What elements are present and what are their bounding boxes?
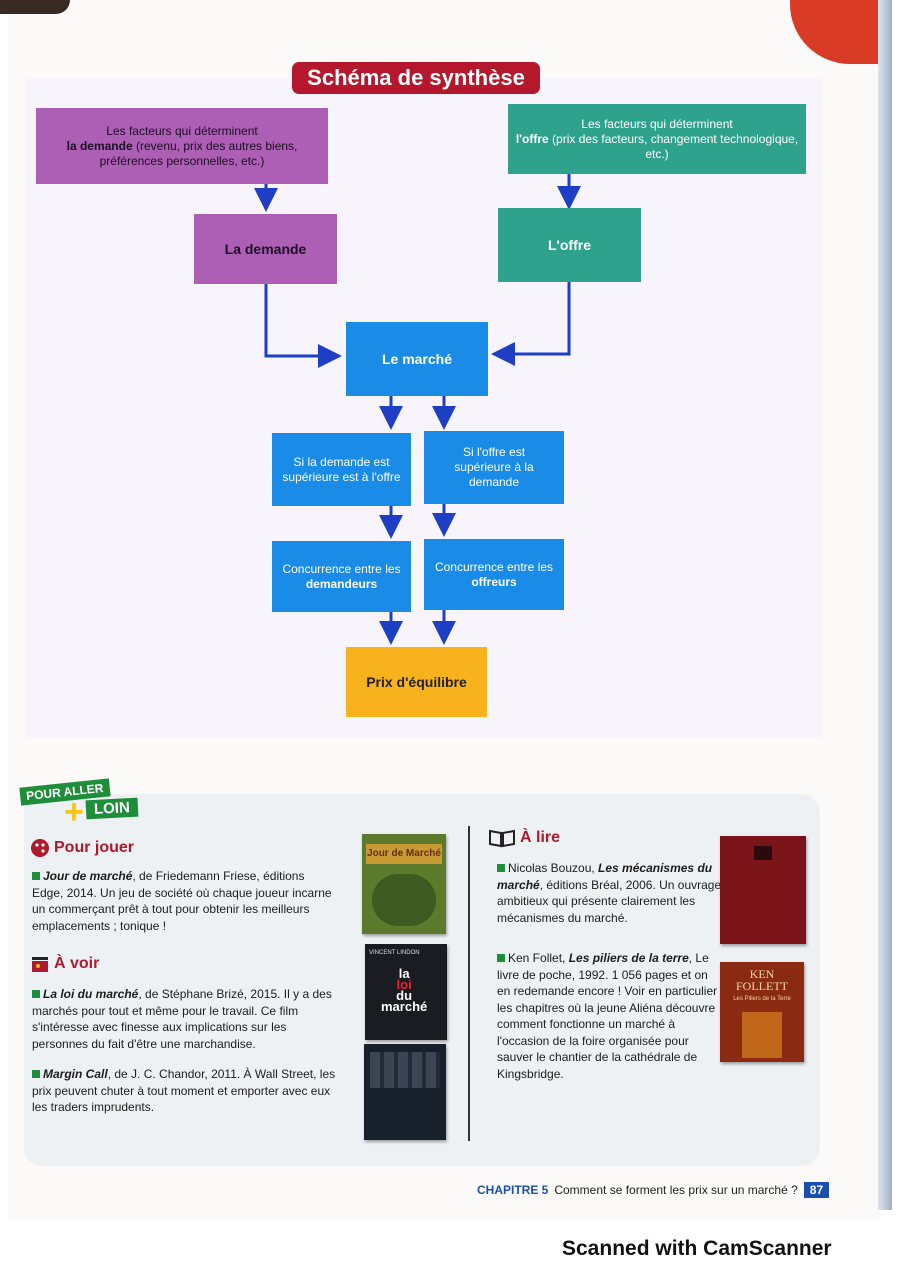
watch-entry-1-text: , de Stéphane Brizé, 2015. Il y a des ma… xyxy=(32,987,332,1051)
synthesis-diagram xyxy=(26,78,822,738)
bullet-square xyxy=(32,872,40,880)
watch-entry-2: Margin Call, de J. C. Chandor, 2011. À W… xyxy=(32,1066,340,1116)
read-heading: À lire xyxy=(488,828,560,848)
read-entry-1-author: Nicolas Bouzou, xyxy=(508,861,599,875)
book-cover-piliers-de-la-terre: KEN FOLLETT Les Piliers de la Terre xyxy=(720,962,804,1062)
demand-factors-post: (revenu, prix des autres biens, préféren… xyxy=(99,138,298,168)
supply-factors-bold: l'offre xyxy=(515,131,549,146)
chapter-title: Comment se forment les prix sur un march… xyxy=(554,1183,798,1197)
open-book-icon xyxy=(489,829,515,848)
read-entry-1-text: , éditions Bréal, 2006. Un ouvrage ambit… xyxy=(497,877,722,925)
book-edge xyxy=(878,0,892,1210)
watch-entry-2-text: , de J. C. Chandor, 2011. À Wall Street,… xyxy=(32,1067,336,1114)
competition-buyers-bold: demandeurs xyxy=(305,576,378,591)
supply-box: L'offre xyxy=(498,208,641,282)
bullet-square xyxy=(32,1070,40,1078)
pour-aller-plus-loin-badge: POUR ALLER + LOIN xyxy=(19,778,146,831)
read-entry-2-author: Ken Follet, xyxy=(508,951,569,965)
watch-entry-1: La loi du marché, de Stéphane Brizé, 201… xyxy=(32,986,344,1052)
watch-entry-1-title: La loi du marché xyxy=(43,987,139,1001)
read-entry-2: Ken Follet, Les piliers de la terre, Le … xyxy=(497,950,719,1082)
film-poster-la-loi-du-marche: VINCENT LINDON la loi du marché xyxy=(365,944,447,1040)
scanner-watermark: Scanned with CamScanner xyxy=(562,1237,832,1260)
dice-icon xyxy=(31,839,49,857)
film-director: VINCENT LINDON xyxy=(369,950,420,956)
read-entry-1: Nicolas Bouzou, Les mécanismes du marché… xyxy=(497,860,723,926)
read-entry-2-text: , Le livre de poche, 1992. 1 056 pages e… xyxy=(497,951,718,1081)
competition-sellers-bold: offreurs xyxy=(471,574,517,589)
play-entry-text: , de Friedemann Friese, éditions Edge, 2… xyxy=(32,869,332,933)
follett-cover-author: KEN FOLLETT xyxy=(736,967,788,993)
read-entry-1-title: Les mécanismes du marché xyxy=(497,861,713,892)
diagram-title: Schéma de synthèse xyxy=(292,62,540,94)
competition-buyers-pre: Concurrence entre les xyxy=(282,561,401,576)
watch-heading: À voir xyxy=(30,954,99,974)
demand-higher-box: Si la demande est supérieure est à l'off… xyxy=(272,433,411,506)
competition-sellers-box: Concurrence entre les offreurs xyxy=(424,539,564,610)
play-heading: Pour jouer xyxy=(30,838,134,858)
bullet-square xyxy=(497,864,505,872)
play-heading-text: Pour jouer xyxy=(54,839,135,856)
page-number: 87 xyxy=(803,1182,830,1198)
watch-entry-2-title: Margin Call xyxy=(43,1067,108,1081)
book-cover-mecanismes-du-marche xyxy=(720,836,806,944)
play-entry-1: Jour de marché, de Friedemann Friese, éd… xyxy=(32,868,332,934)
chapter-label: CHAPITRE 5 xyxy=(477,1183,549,1197)
bullet-square xyxy=(32,990,40,998)
supply-higher-box: Si l'offre est supérieure à la demande xyxy=(424,431,564,504)
badge-bottom: LOIN xyxy=(85,797,139,820)
page-corner-shadow xyxy=(0,0,70,14)
film-clapper-icon xyxy=(32,957,48,972)
game-cover-image: Jour de Marché xyxy=(362,834,446,934)
bullet-square xyxy=(497,954,505,962)
market-box: Le marché xyxy=(346,322,488,396)
read-heading-text: À lire xyxy=(520,829,561,846)
competition-buyers-box: Concurrence entre les demandeurs xyxy=(272,541,411,612)
play-entry-title: Jour de marché xyxy=(43,869,133,883)
film-poster-margin-call xyxy=(364,1044,446,1140)
read-entry-2-title: Les piliers de la terre xyxy=(568,951,689,965)
demand-factors-box: Les facteurs qui déterminent la demande … xyxy=(36,108,328,184)
column-divider xyxy=(468,826,470,1141)
game-cover-title: Jour de Marché xyxy=(366,844,442,864)
equilibrium-price-box: Prix d'équilibre xyxy=(346,647,487,717)
competition-sellers-pre: Concurrence entre les xyxy=(434,559,554,574)
page-footer: CHAPITRE 5 Comment se forment les prix s… xyxy=(477,1182,830,1198)
demand-box: La demande xyxy=(194,214,337,284)
watch-heading-text: À voir xyxy=(54,955,100,972)
follett-cover-title: Les Piliers de la Terre xyxy=(733,996,791,1002)
supply-factors-pre: Les facteurs qui déterminent xyxy=(581,116,733,131)
demand-factors-pre: Les facteurs qui déterminent xyxy=(106,123,258,138)
supply-factors-post: (prix des facteurs, changement technolog… xyxy=(548,131,799,161)
badge-plus: + xyxy=(64,793,84,831)
demand-factors-bold: la demande xyxy=(66,138,133,153)
supply-factors-box: Les facteurs qui déterminent l'offre (pr… xyxy=(508,104,806,174)
diagram-arrows xyxy=(254,174,581,645)
